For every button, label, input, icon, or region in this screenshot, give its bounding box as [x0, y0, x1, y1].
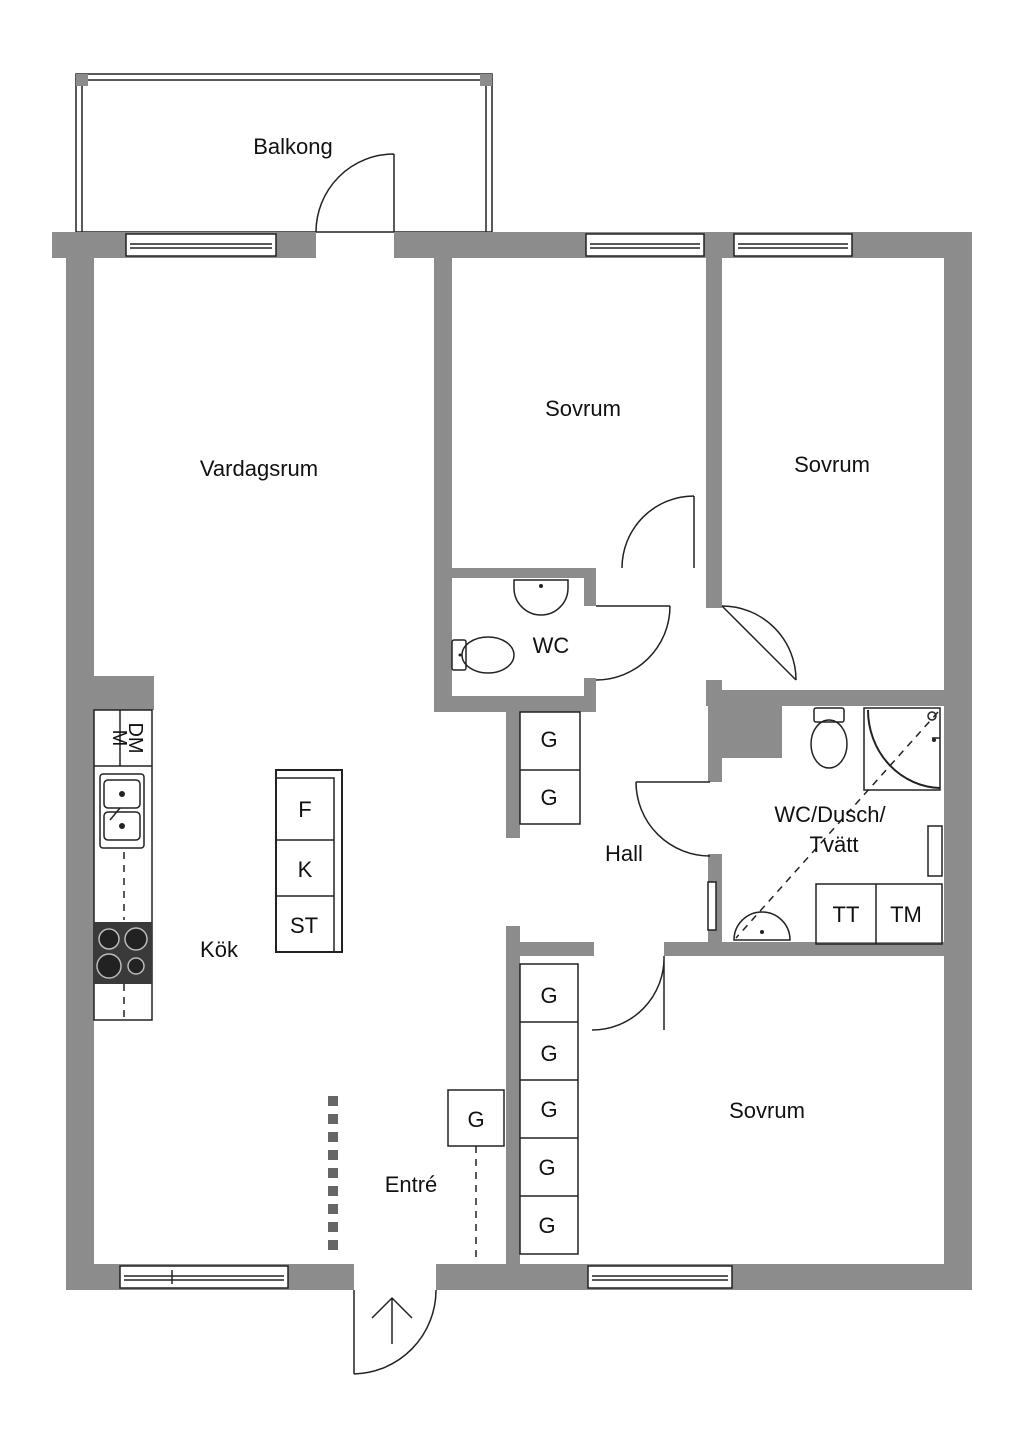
- wc-dusch-label-line2: Tvätt: [810, 832, 859, 857]
- cooler-label: K: [298, 857, 313, 882]
- appliance-column: [275, 769, 343, 953]
- balcony-door: [315, 153, 395, 233]
- wc-fixtures: [451, 579, 569, 674]
- wardrobe-label: G: [538, 1213, 555, 1238]
- doors: [315, 153, 797, 1375]
- wardrobe-label: G: [540, 983, 557, 1008]
- bathroom-door: [635, 781, 711, 857]
- wc-dusch-label-line1: WC/Dusch/: [774, 802, 886, 827]
- interior-walls: [94, 258, 972, 1264]
- entrance-door: [353, 1289, 437, 1375]
- wardrobe-label: G: [540, 785, 557, 810]
- wc-door: [595, 605, 671, 681]
- wardrobes: [447, 711, 581, 1262]
- sovrum-1-label: Sovrum: [545, 396, 621, 421]
- entre-label: Entré: [385, 1172, 438, 1197]
- sink-icon: [99, 773, 145, 849]
- vardagsrum-label: Vardagsrum: [200, 456, 318, 481]
- bedroom-2-door: [721, 605, 797, 681]
- kitchen-counter: [93, 709, 153, 1021]
- fixture-labels: M DM F K ST TT TM G G G G G G G G: [108, 722, 922, 1238]
- wardrobe-label: G: [540, 1041, 557, 1066]
- bathroom-fixtures: [733, 707, 943, 945]
- windows: [119, 233, 853, 1289]
- bedroom-1-door: [621, 495, 695, 569]
- washbasin-icon: [513, 579, 569, 616]
- wardrobe-label: G: [540, 727, 557, 752]
- hall-label: Hall: [605, 841, 643, 866]
- wc-label: WC: [533, 633, 570, 658]
- toilet-icon: [810, 707, 848, 769]
- balkong-label: Balkong: [253, 134, 333, 159]
- sovrum-3-label: Sovrum: [729, 1098, 805, 1123]
- storage-label: ST: [290, 913, 318, 938]
- washbasin-icon: [733, 911, 791, 941]
- wardrobe-label: G: [538, 1155, 555, 1180]
- stove-icon: [94, 922, 152, 984]
- toilet-icon: [451, 636, 515, 674]
- microwave-label: M: [108, 730, 130, 747]
- room-labels: Balkong Vardagsrum Sovrum Sovrum Sovrum …: [200, 134, 887, 1197]
- tumble-dryer-label: TT: [833, 902, 860, 927]
- wardrobe-label: G: [467, 1107, 484, 1132]
- doormat: [328, 1096, 338, 1250]
- bedroom-3-door: [591, 955, 665, 1031]
- dishwasher-label: DM: [124, 722, 146, 753]
- wardrobe-label: G: [540, 1097, 557, 1122]
- washing-machine-label: TM: [890, 902, 922, 927]
- fridge-label: F: [298, 797, 311, 822]
- kok-label: Kök: [200, 937, 239, 962]
- arrow-up-icon: [371, 1296, 413, 1344]
- shower-icon: [863, 707, 941, 791]
- sovrum-2-label: Sovrum: [794, 452, 870, 477]
